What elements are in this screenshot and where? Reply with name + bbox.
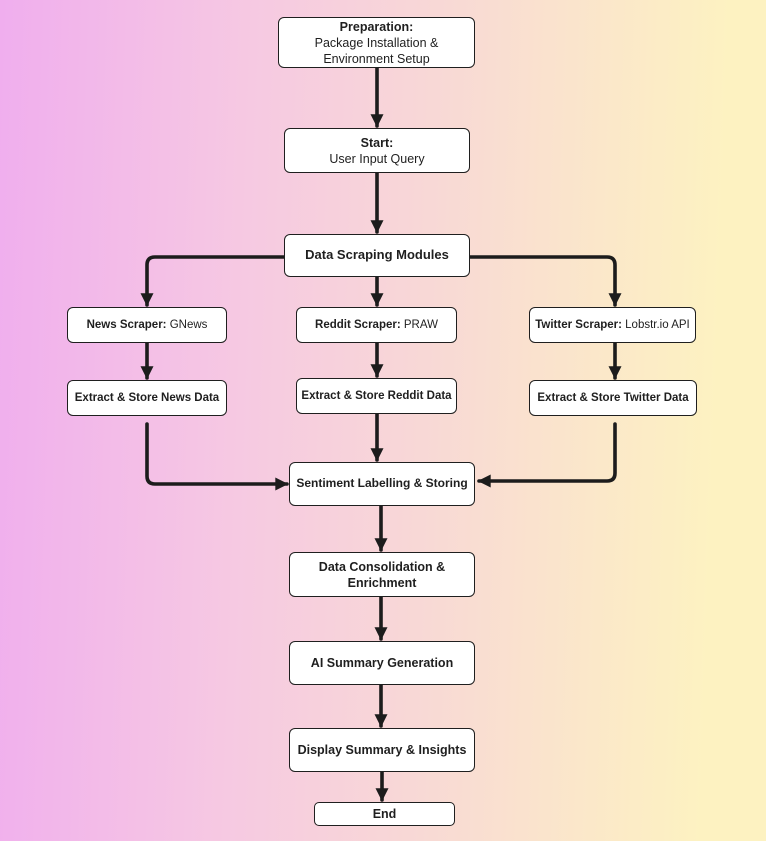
node-start-title: Start: xyxy=(360,135,394,150)
node-start-subtitle: User Input Query xyxy=(329,151,425,166)
node-preparation-subtitle: Package Installation & Environment Setup xyxy=(314,35,439,66)
node-preparation-title: Preparation: xyxy=(339,19,414,34)
node-extract-news-label: Extract & Store News Data xyxy=(74,391,220,404)
node-display-summary: Display Summary & Insights xyxy=(289,728,475,772)
node-data-consolidation: Data Consolidation & Enrichment xyxy=(289,552,475,597)
node-start: Start: User Input Query xyxy=(284,128,470,173)
node-end: End xyxy=(314,802,455,826)
node-sentiment-label: Sentiment Labelling & Storing xyxy=(296,476,468,491)
node-sentiment-labelling: Sentiment Labelling & Storing xyxy=(289,462,475,506)
node-ai-summary-label: AI Summary Generation xyxy=(310,656,454,670)
node-extract-twitter-label: Extract & Store Twitter Data xyxy=(537,391,689,404)
arrow-extract-twitter-to-sentiment xyxy=(477,422,617,488)
arrow-data-scraping-to-news xyxy=(140,255,286,307)
node-news-value: GNews xyxy=(169,318,208,331)
node-twitter-scraper: Twitter Scraper: Lobstr.io API xyxy=(529,307,696,343)
node-reddit-value: PRAW xyxy=(403,318,438,331)
node-preparation: Preparation: Package Installation & Envi… xyxy=(278,17,475,68)
node-consolidation-label: Data Consolidation & Enrichment xyxy=(318,559,446,590)
node-ai-summary: AI Summary Generation xyxy=(289,641,475,685)
node-extract-reddit-label: Extract & Store Reddit Data xyxy=(301,389,452,402)
node-data-scraping-modules: Data Scraping Modules xyxy=(284,234,470,277)
node-reddit-scraper: Reddit Scraper: PRAW xyxy=(296,307,457,343)
node-data-scraping-label: Data Scraping Modules xyxy=(305,247,449,263)
node-news-prefix: News Scraper: xyxy=(86,318,167,331)
node-twitter-prefix: Twitter Scraper: xyxy=(535,318,622,331)
arrow-data-scraping-to-twitter xyxy=(468,255,622,307)
node-display-summary-label: Display Summary & Insights xyxy=(297,743,467,757)
node-extract-news: Extract & Store News Data xyxy=(67,380,227,416)
node-news-scraper: News Scraper: GNews xyxy=(67,307,227,343)
node-extract-twitter: Extract & Store Twitter Data xyxy=(529,380,697,416)
node-reddit-prefix: Reddit Scraper: xyxy=(315,318,401,331)
arrow-extract-news-to-sentiment xyxy=(145,422,289,491)
node-end-label: End xyxy=(372,807,397,821)
node-twitter-value: Lobstr.io API xyxy=(625,318,690,331)
node-extract-reddit: Extract & Store Reddit Data xyxy=(296,378,457,414)
